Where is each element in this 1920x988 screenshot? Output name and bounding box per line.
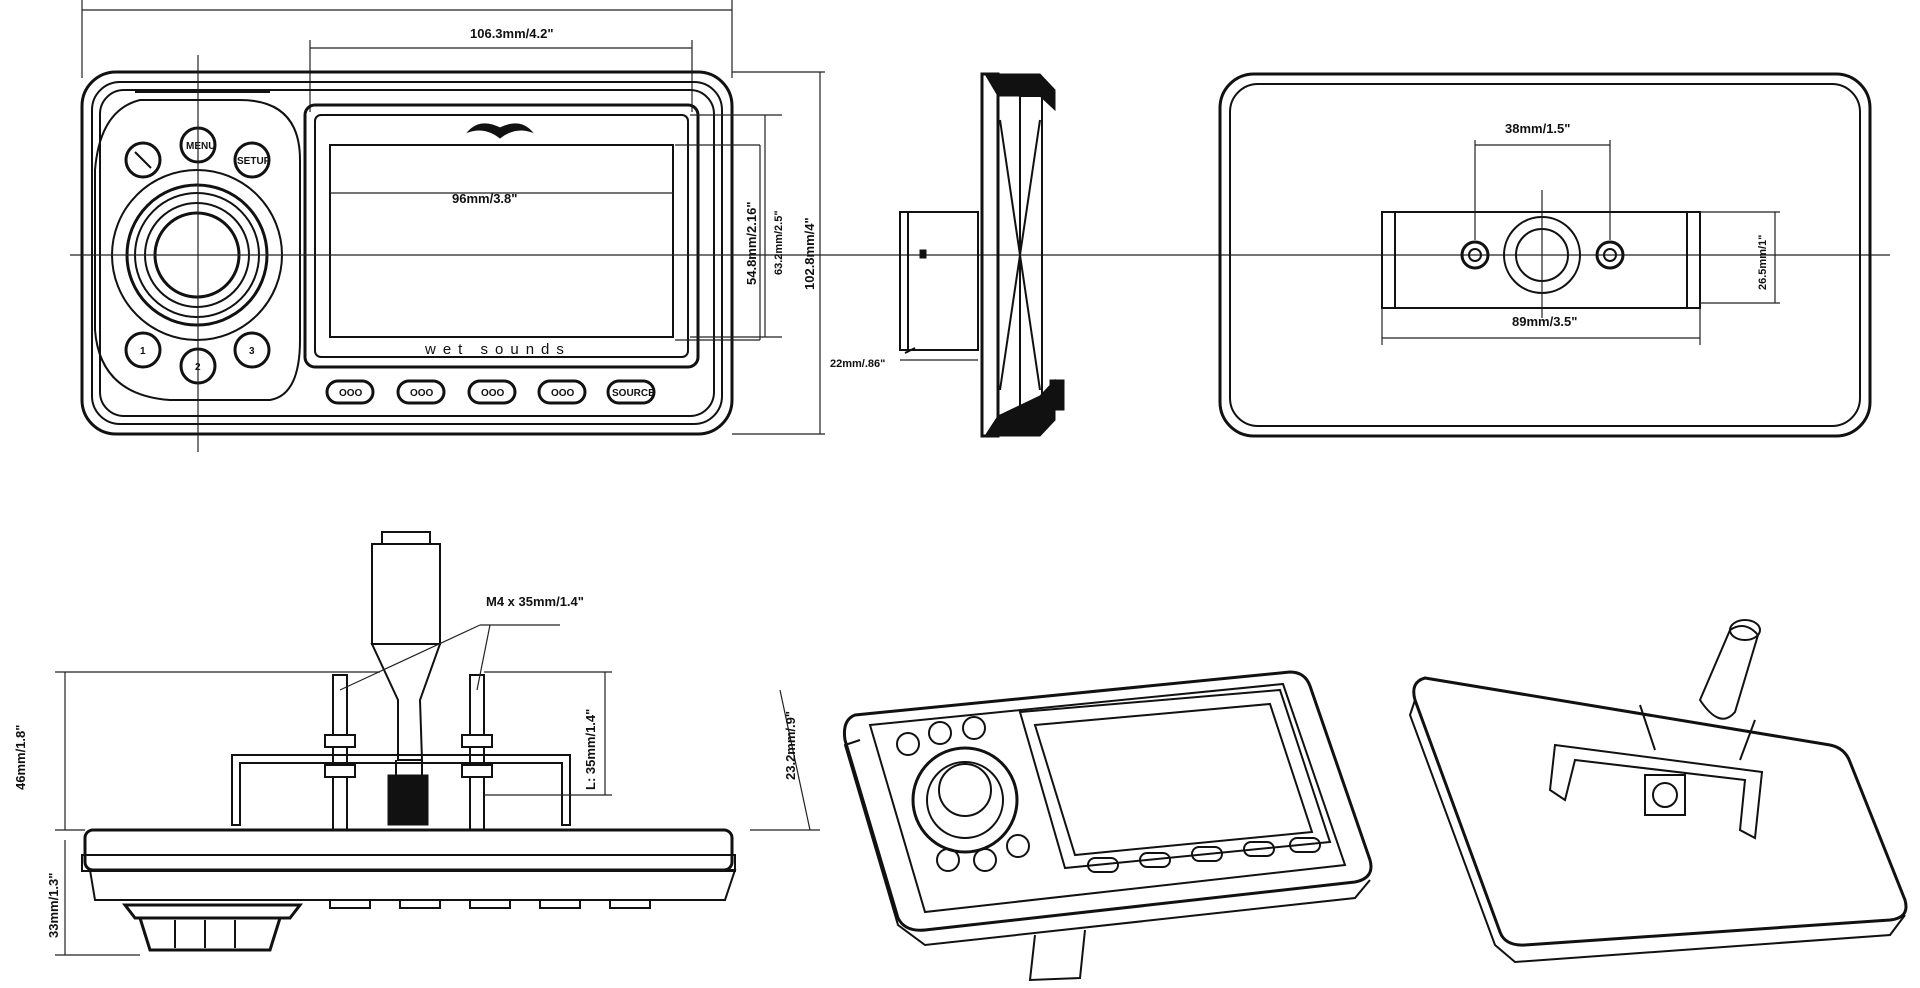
rear-view: 38mm/1.5" 89mm/3.5" 26.5mm/1" [1218, 72, 1872, 438]
soft-key-source: SOURCE [612, 388, 655, 399]
bottom-view: M4 x 35mm/1.4" 46mm/1.8" 33mm/1.3" L: 35… [13, 531, 820, 956]
dim-side-depth: 22mm/.86" [830, 358, 885, 370]
dim-stud-spacing: 38mm/1.5" [1505, 121, 1570, 136]
setup-button: SETUP [233, 141, 271, 179]
soft-key-1: OOO [339, 388, 363, 399]
side-view: 22mm/.86" [830, 72, 1065, 438]
brand-label: wet sounds [424, 341, 571, 358]
dim-opening-height: 63.2mm/2.5" [773, 210, 785, 275]
isometric-front-view [843, 670, 1373, 982]
preset-button-3-label: 3 [249, 346, 255, 357]
menu-button-label: MENU [186, 141, 215, 152]
preset-button-1-label: 1 [140, 346, 146, 357]
dim-bracket-height: 26.5mm/1" [1757, 235, 1769, 290]
soft-keys: OOO OOO OOO OOO SOURCE [325, 379, 656, 405]
dim-stud-length: L: 35mm/1.4" [583, 709, 598, 790]
dim-bezel-depth: 23.2mm/.9" [783, 711, 798, 780]
dim-screen-width-top: 106.3mm/4.2" [470, 26, 554, 41]
isometric-rear-view [1408, 619, 1908, 964]
setup-button-label: SETUP [237, 156, 271, 167]
dim-screen-height: 54.8mm/2.16" [744, 202, 759, 286]
soft-key-4: OOO [551, 388, 575, 399]
soft-key-2: OOO [410, 388, 434, 399]
front-view: 106.3mm/4.2" 96mm/3.8" wet sounds [70, 0, 1890, 452]
soft-key-3: OOO [481, 388, 505, 399]
dim-face-depth: 33mm/1.3" [46, 873, 61, 938]
front-body-outer [80, 70, 734, 436]
display-frame [303, 103, 700, 369]
dim-overall-height: 102.8mm/4" [802, 217, 817, 290]
display-screen [329, 144, 674, 338]
power-button [124, 141, 162, 179]
dim-total-depth: 46mm/1.8" [13, 725, 28, 790]
wetsounds-logo-icon [466, 123, 534, 139]
dim-screen-width: 96mm/3.8" [452, 191, 517, 206]
dim-bracket-width: 89mm/3.5" [1512, 314, 1577, 329]
preset-button-3: 3 [233, 331, 271, 369]
preset-button-1: 1 [124, 331, 162, 369]
dim-stud: M4 x 35mm/1.4" [486, 594, 584, 609]
